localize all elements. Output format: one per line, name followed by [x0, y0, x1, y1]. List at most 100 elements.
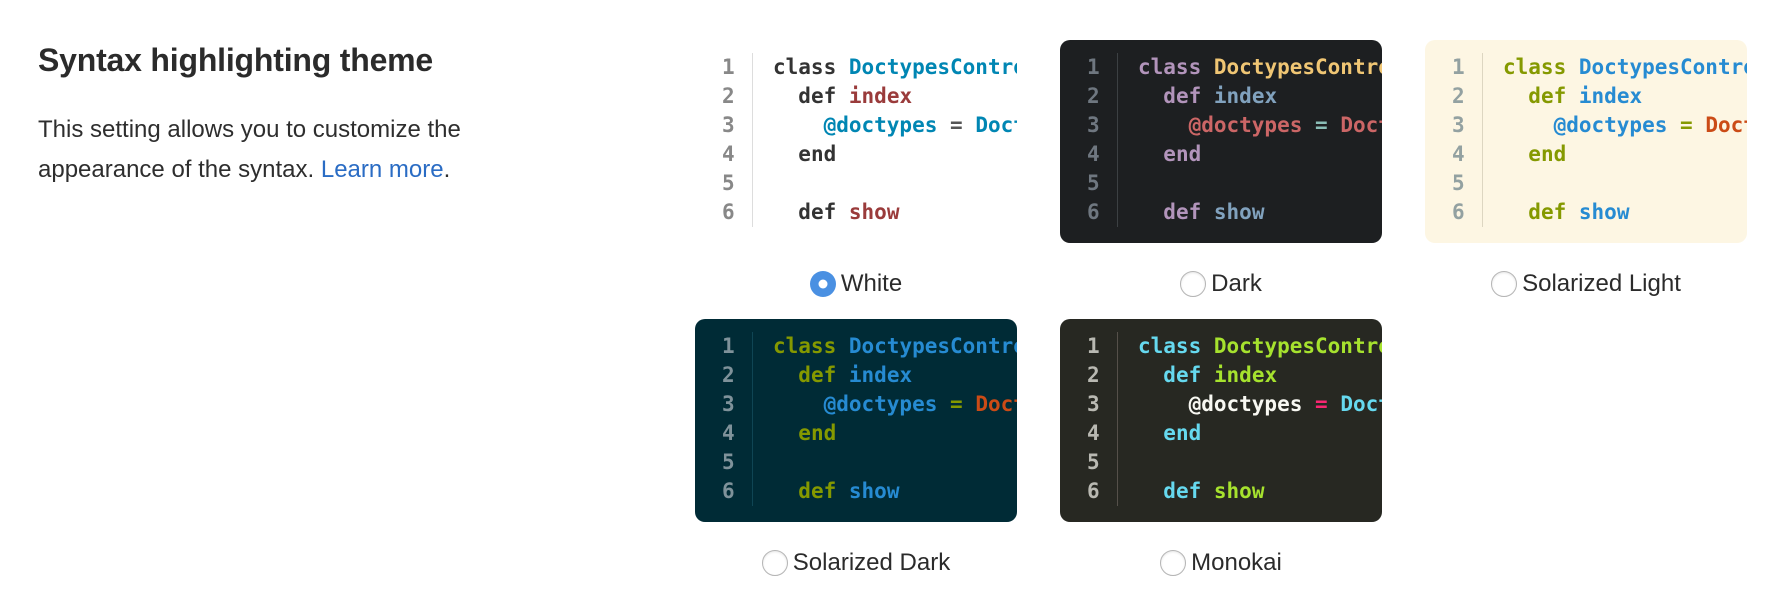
code-token-vi: @doctypes [1188, 392, 1303, 416]
code-token-p [937, 392, 950, 416]
radio-button-dark[interactable] [1180, 271, 1207, 297]
radio-button-solarized-dark[interactable] [761, 550, 788, 576]
code-line: 2 def index [1060, 361, 1382, 390]
code-line: 3 @doctypes = Doctype.all [1060, 111, 1382, 140]
code-token-k: class [1138, 334, 1202, 358]
code-token-p [1138, 200, 1163, 224]
code-token-p [1201, 363, 1214, 387]
code-token-k: class [1138, 55, 1202, 79]
radio-button-monokai[interactable] [1160, 550, 1187, 576]
page-title: Syntax highlighting theme [38, 42, 434, 78]
theme-label-dark: Dark [1211, 270, 1262, 297]
theme-radio-option-solarized-light[interactable]: Solarized Light [1425, 269, 1747, 299]
line-number: 1 [1060, 332, 1118, 361]
code-line: 3 @doctypes = Doctype.all [1425, 111, 1747, 140]
code-token-no: Doctype.all [1340, 392, 1382, 416]
code-line-text: end [1118, 419, 1382, 448]
code-line: 6 def show [1425, 198, 1747, 227]
line-number: 2 [1060, 82, 1118, 111]
code-line-text: end [753, 140, 1017, 169]
code-token-k: class [773, 334, 837, 358]
code-line: 4 end [695, 140, 1017, 169]
code-line: 5 [1060, 448, 1382, 477]
radio-button-solarized-light[interactable] [1491, 271, 1518, 297]
line-number: 5 [1060, 448, 1118, 477]
description-line-1: This setting allows you to customize the [38, 116, 461, 143]
code-line-text [1118, 169, 1382, 198]
radio-button-white[interactable] [809, 271, 836, 297]
code-token-k: end [798, 421, 837, 445]
code-line-text: def index [1483, 82, 1747, 111]
code-token-nf: show [848, 200, 900, 224]
line-number: 4 [695, 140, 753, 169]
code-line: 2 def index [695, 82, 1017, 111]
code-token-k: def [798, 84, 837, 108]
code-token-p [1566, 55, 1579, 79]
code-token-k: def [1528, 200, 1567, 224]
code-token-k: class [1503, 55, 1567, 79]
code-line-text: def index [1118, 82, 1382, 111]
code-token-p [836, 55, 849, 79]
code-token-p [1693, 113, 1706, 137]
code-token-nf: index [848, 363, 913, 387]
theme-label-white: White [840, 270, 903, 297]
code-line: 2 def index [1060, 82, 1382, 111]
line-number: 6 [1060, 477, 1118, 506]
code-token-k: def [1163, 479, 1202, 503]
code-line: 4 end [695, 419, 1017, 448]
code-token-p [1302, 113, 1315, 137]
code-token-p [1566, 84, 1579, 108]
code-token-p [773, 84, 798, 108]
code-line: 4 end [1060, 140, 1382, 169]
setting-description-block: Syntax highlighting theme This setting a… [38, 40, 598, 190]
code-token-p [1138, 84, 1163, 108]
code-line-text: def show [1483, 198, 1747, 227]
code-token-vi: @doctypes [823, 392, 938, 416]
code-token-p [773, 142, 798, 166]
code-line: 6 def show [695, 477, 1017, 506]
code-token-p [836, 363, 849, 387]
line-number: 5 [695, 169, 753, 198]
learn-more-link[interactable]: Learn more [320, 156, 444, 183]
theme-label-solarized-dark: Solarized Dark [792, 549, 951, 576]
code-line-text: end [1483, 140, 1747, 169]
code-token-p [1503, 113, 1554, 137]
code-line-text: def show [1118, 477, 1382, 506]
code-token-vi: @doctypes [1553, 113, 1668, 137]
code-line: 2 def index [695, 361, 1017, 390]
code-token-p [937, 113, 950, 137]
code-line: 3 @doctypes = Doctype.all [695, 390, 1017, 419]
code-line-text: @doctypes = Doctype.all [1118, 111, 1382, 140]
theme-radio-option-dark[interactable]: Dark [1060, 269, 1382, 299]
code-token-p [1503, 142, 1528, 166]
code-token-nf: index [1213, 84, 1278, 108]
line-number: 4 [695, 419, 753, 448]
code-line-text: @doctypes = Doctype.all [1483, 111, 1747, 140]
line-number: 3 [695, 390, 753, 419]
code-token-p [1138, 113, 1189, 137]
line-number: 2 [1060, 361, 1118, 390]
theme-radio-option-white[interactable]: White [695, 269, 1017, 299]
code-line: 6 def show [695, 198, 1017, 227]
code-line: 6 def show [1060, 198, 1382, 227]
code-token-p [773, 392, 824, 416]
theme-radio-option-solarized-dark[interactable]: Solarized Dark [695, 548, 1017, 578]
code-line-text: @doctypes = Doctype.all [753, 390, 1017, 419]
code-line: 3 @doctypes = Doctype.all [1060, 390, 1382, 419]
theme-radio-option-monokai[interactable]: Monokai [1060, 548, 1382, 578]
code-token-k: def [798, 200, 837, 224]
code-token-p [773, 421, 798, 445]
code-token-nc: DoctypesController [1213, 55, 1382, 79]
code-line: 3 @doctypes = Doctype.all [695, 111, 1017, 140]
line-number: 1 [695, 332, 753, 361]
code-token-p [1667, 113, 1680, 137]
code-token-p [1328, 113, 1341, 137]
code-line: 5 [695, 169, 1017, 198]
code-line-text: class DoctypesController [1483, 53, 1747, 82]
